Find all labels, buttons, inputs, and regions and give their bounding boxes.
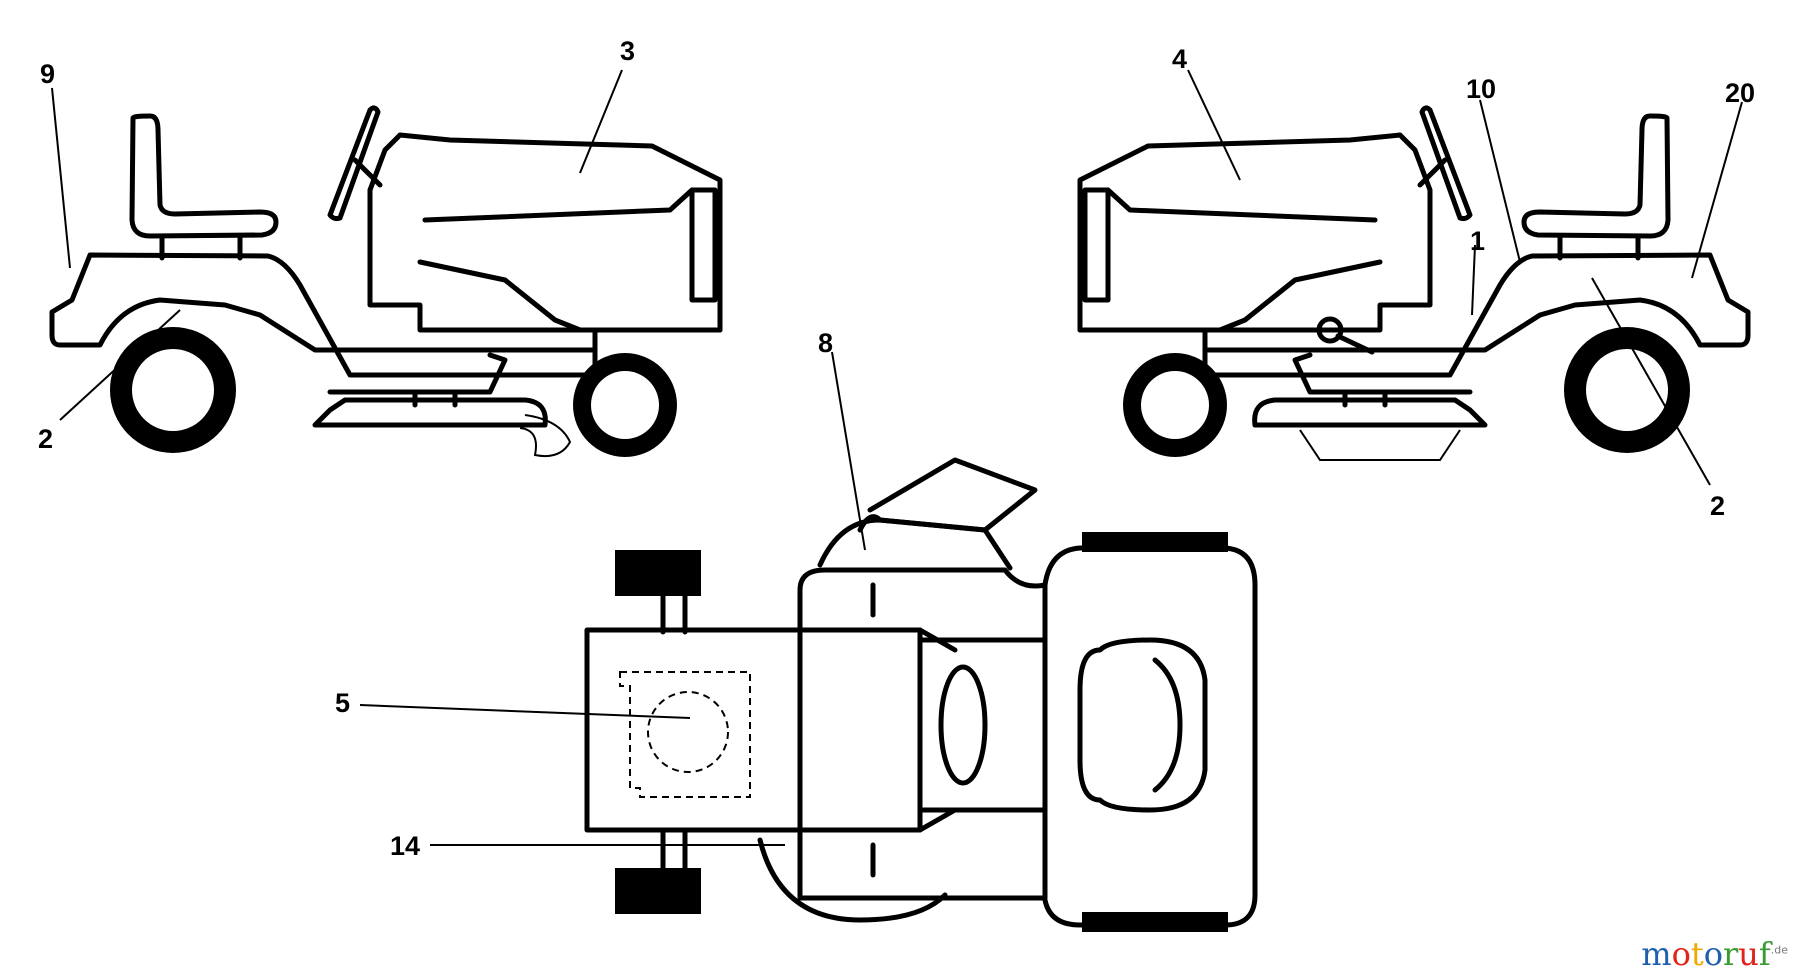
mower-deck-right — [1252, 397, 1488, 428]
deck-hangers-right — [1342, 389, 1388, 408]
leader-4 — [1187, 69, 1241, 181]
rear-fender-right — [1202, 252, 1751, 378]
leader-8 — [831, 351, 866, 551]
callout-14: 14 — [390, 831, 420, 861]
watermark-text: motoruf — [1641, 935, 1771, 973]
callout-3: 3 — [620, 36, 635, 66]
callout-1: 1 — [1470, 226, 1485, 256]
deck-chute-right — [1299, 429, 1461, 461]
leader-20 — [1691, 101, 1743, 279]
watermark-logo: motoruf.de — [1641, 935, 1788, 973]
dash-slope-top — [917, 627, 958, 833]
rear-body-top — [1042, 545, 1258, 928]
leader-lines — [51, 69, 1743, 846]
mower-deck-left — [312, 397, 548, 428]
body-line-right — [1217, 259, 1383, 333]
chute-base-top — [817, 517, 1013, 571]
callout-20: 20 — [1725, 78, 1755, 108]
hood-left — [367, 132, 723, 333]
tractor-right-side-view — [1077, 105, 1751, 461]
seat-left — [129, 113, 279, 239]
rear-wheel-hub-right — [1586, 349, 1668, 431]
leader-1 — [1471, 244, 1476, 316]
deck-chute-left — [519, 414, 572, 458]
steering-column-left — [352, 157, 383, 188]
hood-top — [584, 627, 923, 833]
lift-lever-knob-right — [1316, 316, 1344, 344]
seat-back-top — [1152, 657, 1183, 793]
grille-right — [1082, 187, 1111, 303]
steering-wheel-right — [1419, 105, 1473, 222]
callout-labels: 9 3 2 4 10 20 1 2 8 5 14 — [38, 36, 1755, 861]
seat-right — [1521, 113, 1671, 239]
callout-4: 4 — [1172, 44, 1187, 74]
watermark-suffix: .de — [1770, 943, 1788, 957]
lift-lever-right — [1335, 333, 1375, 355]
leader-5 — [359, 704, 691, 719]
engine-outline-dashed — [619, 671, 751, 798]
callout-2-left: 2 — [38, 424, 53, 454]
grille-left — [689, 187, 718, 303]
front-wheel-top-upper — [615, 550, 701, 596]
deck-hangers-left — [412, 389, 458, 408]
front-wheel-hub-left — [591, 371, 659, 439]
steering-wheel-top — [938, 664, 988, 786]
front-axle-top — [660, 593, 688, 871]
callout-9: 9 — [40, 59, 55, 89]
tractor-left-side-view — [49, 105, 723, 458]
tractor-top-view — [584, 457, 1258, 932]
leader-10 — [1479, 99, 1521, 263]
deck-outline-top — [757, 837, 948, 923]
steering-column-right — [1417, 157, 1448, 188]
seat-top — [1077, 637, 1208, 813]
steering-wheel-left — [327, 105, 381, 222]
front-wheel-hub-right — [1141, 371, 1209, 439]
rear-fender-left — [49, 252, 598, 378]
leader-9 — [51, 87, 71, 269]
hood-crease-right — [1105, 187, 1378, 223]
rear-wheel-hub-left — [132, 349, 214, 431]
rear-wheel-top-lower — [1082, 912, 1228, 932]
callout-10: 10 — [1466, 74, 1496, 104]
foot-pedal-left — [327, 352, 508, 395]
callout-2-right: 2 — [1710, 491, 1725, 521]
leader-2-right — [1591, 277, 1711, 486]
hood-right — [1077, 132, 1433, 333]
front-wheel-top-lower — [615, 868, 701, 914]
leader-3 — [579, 69, 623, 174]
foot-pedal-right — [1292, 352, 1473, 395]
callout-5: 5 — [335, 688, 350, 718]
mid-body-top — [797, 567, 1048, 901]
callout-8: 8 — [818, 328, 833, 358]
engine-pulley-dashed — [647, 691, 729, 773]
body-line-left — [417, 259, 583, 333]
hood-crease-left — [422, 187, 695, 223]
leader-2-left — [59, 309, 181, 421]
